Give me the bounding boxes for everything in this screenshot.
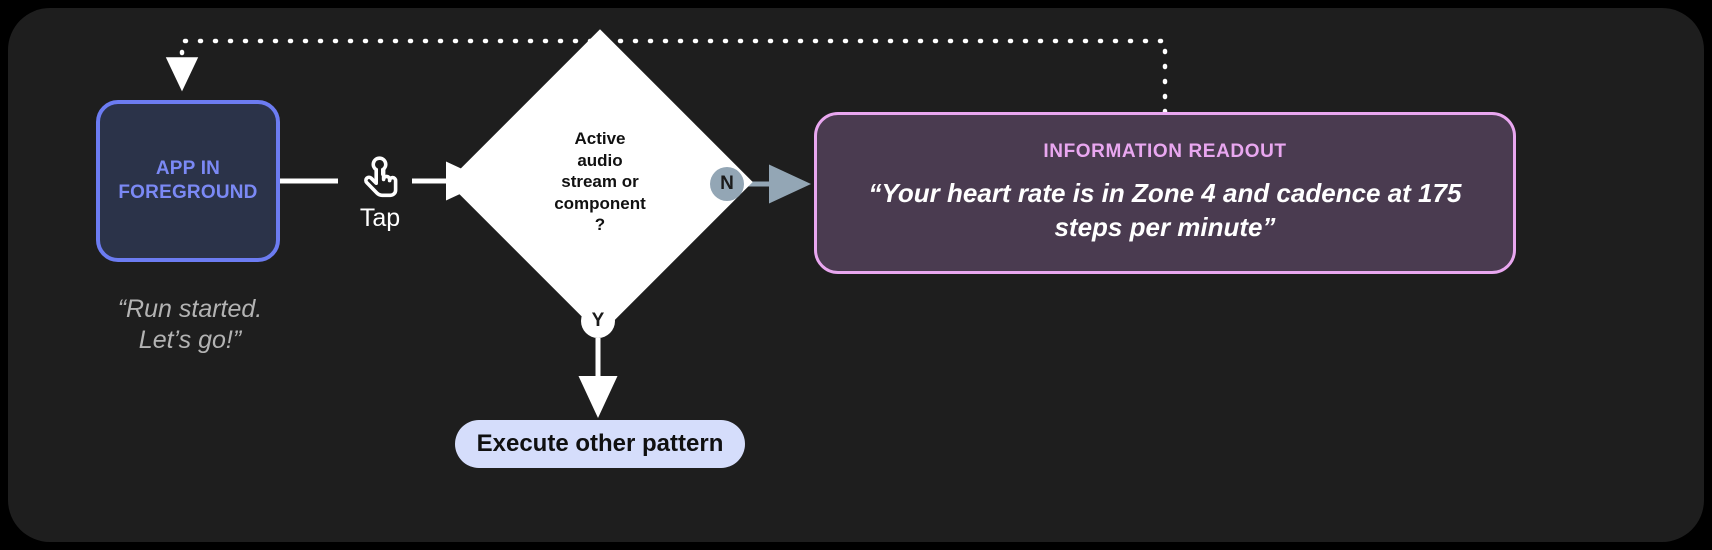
connector-layer: [165, 38, 1168, 419]
app-in-foreground-caption: “Run started. Let’s go!”: [117, 295, 263, 354]
node-information-readout[interactable]: INFORMATION READOUT “Your heart rate is …: [814, 112, 1516, 274]
information-readout-body: “Your heart rate is in Zone 4 and cadenc…: [868, 178, 1462, 242]
tap-gesture-group[interactable]: Tap: [344, 154, 416, 231]
node-execute-other-pattern[interactable]: Execute other pattern: [455, 420, 745, 468]
execute-other-pattern-label: Execute other pattern: [476, 430, 724, 457]
branch-badge-no-label: N: [720, 173, 734, 194]
information-readout-title: INFORMATION READOUT: [1043, 141, 1287, 163]
decision-label: Active audio stream or component ?: [554, 129, 646, 235]
node-decision-audio-stream[interactable]: Active audio stream or component ?: [447, 29, 753, 335]
diagram-canvas: APP IN FOREGROUND “Run started. Let’s go…: [8, 8, 1704, 542]
app-in-foreground-label: APP IN FOREGROUND: [118, 157, 258, 203]
branch-badge-no: N: [710, 167, 744, 201]
tap-gesture-icon: [364, 156, 398, 198]
tap-gesture-label: Tap: [359, 204, 401, 232]
node-app-in-foreground[interactable]: APP IN FOREGROUND: [96, 100, 280, 262]
branch-badge-yes-label: Y: [591, 310, 605, 331]
branch-badge-yes: Y: [581, 304, 615, 338]
